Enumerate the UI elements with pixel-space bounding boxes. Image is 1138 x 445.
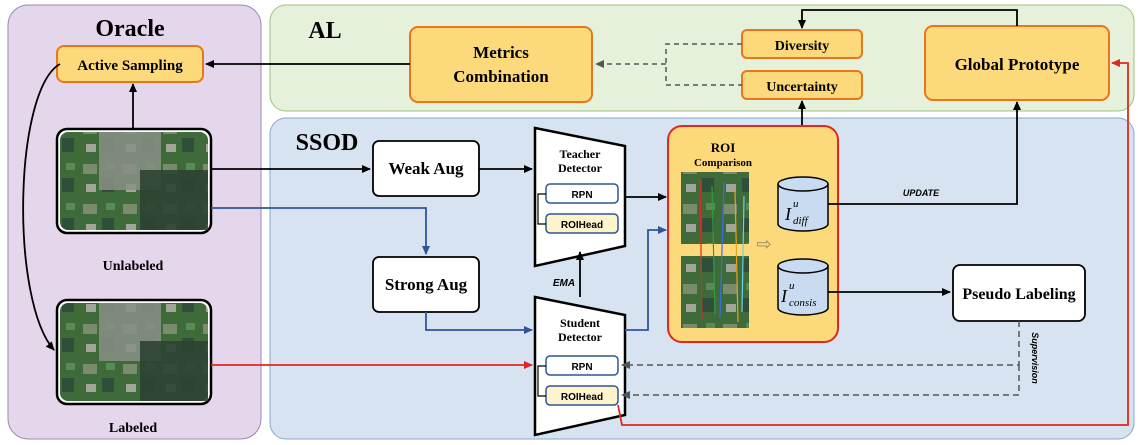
ssod-title: SSOD <box>296 130 359 156</box>
svg-text:u: u <box>793 198 799 210</box>
pseudo-labeling-label: Pseudo Labeling <box>962 286 1075 303</box>
labeled-label: Labeled <box>109 421 157 436</box>
teacher-roihead-label: ROIHead <box>561 220 603 231</box>
svg-text:I: I <box>780 286 788 306</box>
arrow-sampling-to-labeled <box>22 63 61 351</box>
svg-text:consis: consis <box>789 297 817 309</box>
i-consis-database: I u consis <box>777 258 829 316</box>
metrics-label: Metrics <box>473 43 529 62</box>
strong-aug-label: Strong Aug <box>385 275 468 294</box>
supervision-label: Supervision <box>1030 332 1040 384</box>
arrow-roihead-to-prototype <box>617 59 1129 426</box>
teacher-label-1: Teacher <box>560 147 602 161</box>
oracle-title: Oracle <box>95 16 165 42</box>
al-title: AL <box>308 18 341 44</box>
arrow-update <box>828 101 1021 205</box>
uncertainty-label: Uncertainty <box>766 80 838 95</box>
student-label-2: Detector <box>558 330 603 344</box>
compare-arrow-icon: ⇨ <box>756 234 771 254</box>
metrics-combination-box <box>409 26 593 103</box>
student-roihead-label: ROIHead <box>561 392 603 403</box>
combination-label: Combination <box>453 67 549 86</box>
update-label: UPDATE <box>903 188 940 198</box>
teacher-rpn-label: RPN <box>571 190 592 201</box>
diversity-label: Diversity <box>775 39 829 54</box>
student-rpn-label: RPN <box>571 362 592 373</box>
arrow-prototype-to-diversity <box>798 9 1018 29</box>
global-prototype-label: Global Prototype <box>955 55 1080 74</box>
svg-text:u: u <box>789 280 795 292</box>
ema-label: EMA <box>553 278 575 289</box>
svg-text:diff: diff <box>793 215 810 227</box>
student-label-1: Student <box>560 316 600 330</box>
roi-teacher-image <box>681 172 749 244</box>
supervision-line-roihead <box>621 365 1020 399</box>
unlabeled-label: Unlabeled <box>103 259 164 274</box>
arrow-student-to-roi <box>625 226 667 331</box>
teacher-label-2: Detector <box>558 161 603 175</box>
svg-text:I: I <box>784 204 792 224</box>
dashed-bracket-diversity-uncertainty <box>665 43 742 86</box>
weak-aug-label: Weak Aug <box>388 159 464 178</box>
comparison-label: Comparison <box>694 157 752 169</box>
active-sampling-box <box>56 45 204 83</box>
active-sampling-label: Active Sampling <box>77 58 183 74</box>
i-diff-database: I u diff <box>777 176 829 232</box>
arrow-strong-to-student <box>425 312 533 334</box>
roi-label: ROI <box>711 140 736 155</box>
arrow-unlabeled-to-strong <box>211 207 430 255</box>
